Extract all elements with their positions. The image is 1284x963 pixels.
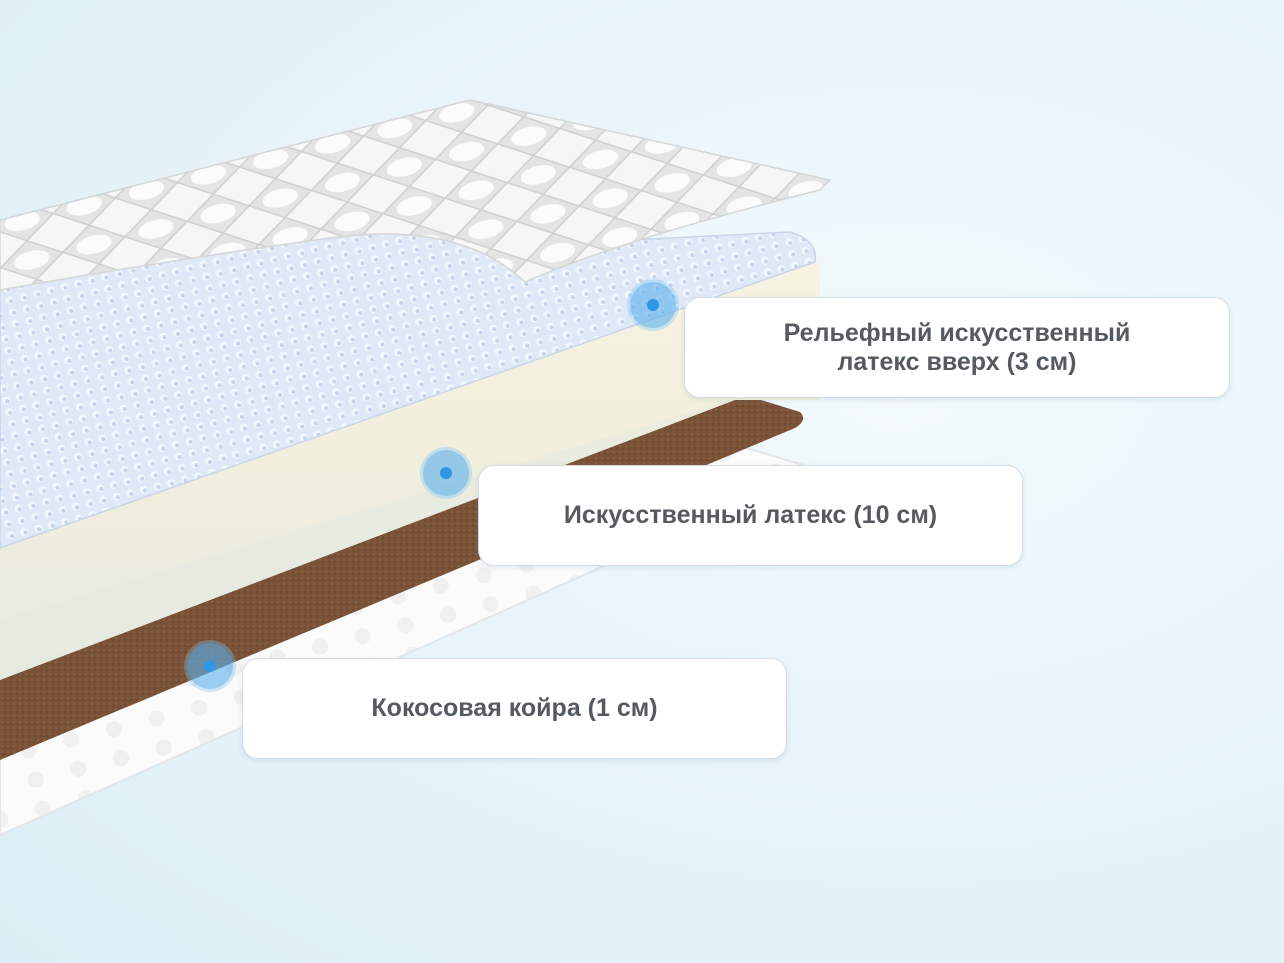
callout-coir-label: Кокосовая койра (1 см) (371, 694, 657, 723)
callout-dot-coir[interactable] (187, 643, 233, 689)
callout-latex: Искусственный латекс (10 см) (478, 465, 1023, 566)
callout-relief-latex-line2: латекс вверх (3 см) (784, 348, 1131, 377)
callout-latex-label: Искусственный латекс (10 см) (564, 501, 937, 530)
callout-relief-latex: Рельефный искусственный латекс вверх (3 … (684, 297, 1230, 398)
callout-dot-latex[interactable] (423, 450, 469, 496)
callout-coir: Кокосовая койра (1 см) (242, 658, 787, 759)
callout-dot-relief-latex[interactable] (630, 282, 676, 328)
callout-relief-latex-line1: Рельефный искусственный (784, 319, 1131, 348)
